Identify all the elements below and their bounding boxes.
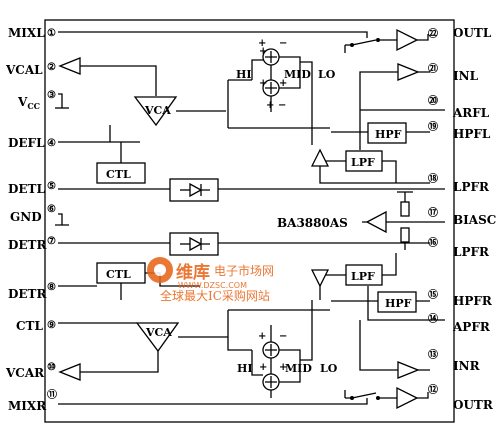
watermark-slogan: 全球最大IC采购网站 bbox=[160, 288, 270, 303]
bias-circuit: BA3880AS bbox=[55, 191, 445, 250]
left-pin-labels: MIXL VCAL VCC DEFL DETL GND DETR DETR CT… bbox=[5, 26, 47, 413]
lpf-label-r: LPF bbox=[351, 270, 375, 283]
inr-buffer bbox=[397, 361, 420, 379]
svg-text:+: + bbox=[259, 46, 267, 57]
svg-text:+: + bbox=[279, 362, 287, 373]
right-channel-circuit: CTL VCA + − + + HI MID LO LPF bbox=[58, 232, 445, 410]
pin-num-3: ③ bbox=[47, 90, 56, 101]
pin-num-12: ⑫ bbox=[428, 383, 438, 396]
pin-num-5: ⑤ bbox=[47, 181, 56, 192]
pin-label-vcar: VCAR bbox=[5, 366, 45, 380]
mid-label-r: MID bbox=[285, 362, 312, 375]
pin-label-lpfr-18: LPFR bbox=[453, 180, 490, 194]
pin-num-7: ⑦ bbox=[47, 236, 56, 247]
pin-label-inl: INL bbox=[453, 69, 479, 83]
pin-num-15: ⑮ bbox=[428, 288, 438, 301]
pin-num-14: ⑭ bbox=[428, 312, 438, 325]
pin-label-mixl: MIXL bbox=[8, 26, 45, 40]
pin-label-ctl: CTL bbox=[16, 319, 43, 333]
lpf-buffer-r bbox=[310, 269, 330, 288]
vca-label-l: VCA bbox=[144, 104, 171, 117]
pin-num-13: ⑬ bbox=[428, 348, 438, 361]
pin-num-8: ⑧ bbox=[47, 282, 56, 293]
vca-label-r: VCA bbox=[145, 326, 172, 339]
pin-label-hpfl: HPFL bbox=[453, 127, 491, 141]
ic-outline bbox=[44, 19, 455, 423]
watermark-brand: 维库 bbox=[176, 262, 210, 283]
svg-text:+: + bbox=[279, 78, 287, 89]
pin-label-detr-8: DETR bbox=[8, 287, 47, 301]
pin-label-lpfr-16: LPFR bbox=[453, 245, 490, 259]
ctl-label-l: CTL bbox=[106, 168, 131, 181]
output-buffer-r bbox=[396, 386, 419, 410]
hpf-block-r bbox=[377, 291, 417, 313]
right-pin-labels: OUTL INL ARFL HPFL LPFR BIASC LPFR HPFR … bbox=[452, 26, 496, 412]
pin-num-20: ⑳ bbox=[428, 94, 438, 107]
mid-label-l: MID bbox=[284, 68, 311, 81]
pin-label-detl: DETL bbox=[8, 182, 45, 196]
svg-text:+: + bbox=[266, 100, 274, 111]
lpf-label-l: LPF bbox=[351, 156, 375, 169]
right-pin-numbers: ㉒ ㉑ ⑳ ⑲ ⑱ ⑰ ⑯ ⑮ ⑭ ⑬ ⑫ bbox=[428, 27, 438, 396]
pin-num-19: ⑲ bbox=[428, 120, 438, 133]
left-pin-numbers: ① ② ③ ④ ⑤ ⑥ ⑦ ⑧ ⑨ ⑩ ⑪ bbox=[47, 28, 57, 401]
pin-label-detr-7: DETR bbox=[8, 238, 47, 252]
svg-text:−: − bbox=[278, 100, 286, 111]
pin-label-inr: INR bbox=[453, 359, 481, 373]
watermark-url: WWW.DZSC.COM bbox=[178, 281, 247, 290]
pin-num-9: ⑨ bbox=[47, 320, 56, 331]
svg-text:−: − bbox=[279, 331, 287, 342]
pin-label-biasc: BIASC bbox=[453, 213, 496, 227]
pin-num-18: ⑱ bbox=[428, 172, 438, 185]
lo-label-l: LO bbox=[318, 68, 336, 81]
hi-label-r: HI bbox=[237, 362, 253, 375]
pin-label-arfl: ARFL bbox=[452, 106, 490, 120]
hpf-block-l bbox=[367, 122, 407, 144]
pin-num-16: ⑯ bbox=[428, 236, 438, 249]
watermark-site: 电子市场网 bbox=[214, 263, 274, 278]
lpf-buffer-l bbox=[310, 148, 330, 167]
pin-num-21: ㉑ bbox=[428, 62, 438, 75]
vcar-buffer bbox=[58, 363, 81, 381]
svg-text:+: + bbox=[258, 38, 266, 49]
output-buffer-l bbox=[396, 28, 419, 52]
pin-label-vcc: VCC bbox=[17, 95, 40, 111]
pin-num-4: ④ bbox=[47, 138, 56, 149]
svg-text:+: + bbox=[258, 331, 266, 342]
vca-block-l bbox=[133, 96, 178, 127]
pin-label-defl: DEFL bbox=[8, 136, 45, 150]
pin-num-6: ⑥ bbox=[47, 204, 56, 215]
vca-block-r bbox=[135, 322, 180, 353]
pin-num-17: ⑰ bbox=[428, 206, 438, 219]
hpf-label-l: HPF bbox=[375, 128, 402, 141]
pin-label-outr: OUTR bbox=[453, 398, 494, 412]
inl-buffer bbox=[397, 63, 420, 81]
pin-label-vcal: VCAL bbox=[5, 63, 43, 77]
pin-label-apfr: APFR bbox=[452, 320, 491, 334]
pin-label-gnd: GND bbox=[10, 210, 42, 224]
svg-text:+: + bbox=[259, 362, 267, 373]
vcal-buffer bbox=[58, 57, 81, 75]
watermark: 维库 电子市场网 WWW.DZSC.COM 全球最大IC采购网站 bbox=[147, 257, 274, 303]
hi-label-l: HI bbox=[236, 68, 252, 81]
pin-label-mixr: MIXR bbox=[8, 399, 47, 413]
ctl-label-r: CTL bbox=[106, 268, 131, 281]
pin-num-10: ⑩ bbox=[47, 362, 56, 373]
pin-num-22: ㉒ bbox=[428, 27, 438, 40]
pin-label-outl: OUTL bbox=[453, 26, 492, 40]
bias-buffer bbox=[365, 210, 387, 234]
left-channel-circuit: VCA CTL + − + + + + − HI MID LO bbox=[55, 28, 445, 202]
pin-label-hpfr: HPFR bbox=[453, 294, 493, 308]
svg-text:−: − bbox=[279, 38, 287, 49]
pin-num-2: ② bbox=[47, 62, 56, 73]
hpf-label-r: HPF bbox=[385, 297, 412, 310]
chip-name: BA3880AS bbox=[277, 216, 348, 230]
pin-num-11: ⑪ bbox=[47, 388, 57, 401]
svg-text:+: + bbox=[259, 78, 267, 89]
lo-label-r: LO bbox=[320, 362, 338, 375]
pin-num-1: ① bbox=[47, 28, 56, 39]
